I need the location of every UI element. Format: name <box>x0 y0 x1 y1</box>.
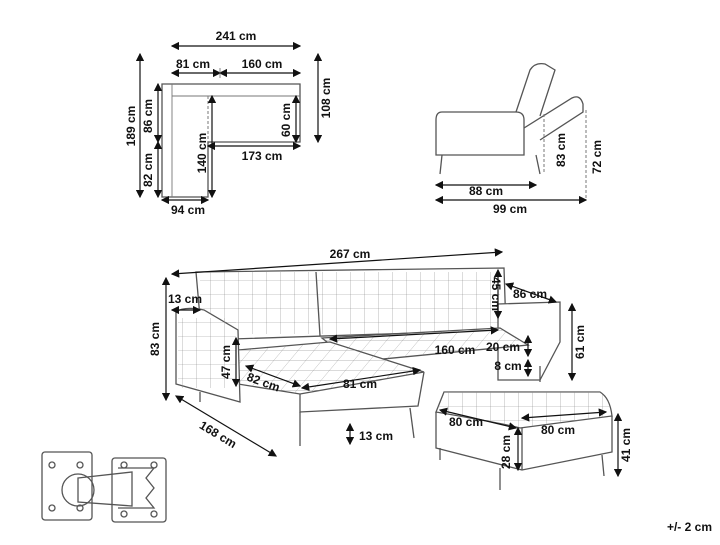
label-side-reclined-depth: 99 cm <box>493 202 527 216</box>
label-side-depth: 88 cm <box>469 184 503 198</box>
bracket-connector-icon <box>41 451 167 523</box>
label-main-depth: 86 cm <box>513 287 547 301</box>
dim-line <box>170 248 504 278</box>
dim-line <box>504 282 558 304</box>
label-top-seat-depth: 60 cm <box>279 103 293 137</box>
label-main-seat-cushion: 20 cm <box>486 340 520 354</box>
tolerance-note: +/- 2 cm <box>666 520 712 534</box>
label-top-sofa-depth: 108 cm <box>319 78 333 119</box>
label-ottoman-depth: 80 cm <box>449 415 483 429</box>
label-ottoman-height: 41 cm <box>619 428 633 462</box>
dim-line <box>328 326 500 343</box>
sofa-backrest <box>195 267 507 341</box>
dim-line <box>174 395 278 457</box>
label-top-total-depth: 189 cm <box>124 106 138 147</box>
label-main-arm-top: 47 cm <box>219 345 233 379</box>
main-view: 267 cm 13 cm 45 cm 86 cm 83 cm 160 cm 20… <box>148 247 633 490</box>
label-main-arm-height: 61 cm <box>573 325 587 359</box>
label-main-leg-small: 8 cm <box>494 359 521 373</box>
label-top-depth-lower: 82 cm <box>141 153 155 187</box>
dim-line <box>520 408 608 422</box>
top-view-outline <box>161 83 301 198</box>
label-side-height-reclined: 72 cm <box>590 140 604 174</box>
dim-line <box>438 407 518 431</box>
label-main-back-height: 45 cm <box>489 277 503 311</box>
sofa-left-arm <box>175 307 241 403</box>
label-top-total-width: 241 cm <box>216 29 257 43</box>
side-view-outline <box>435 62 584 175</box>
dim-line <box>244 364 302 388</box>
label-ottoman-cushion: 28 cm <box>499 435 513 469</box>
label-top-sofa-width: 160 cm <box>242 57 283 71</box>
label-main-length: 168 cm <box>197 418 239 451</box>
label-main-leg-height: 13 cm <box>359 429 393 443</box>
label-side-height-back: 83 cm <box>554 133 568 167</box>
label-top-seat-width: 173 cm <box>242 149 283 163</box>
dim-line <box>300 366 422 392</box>
label-main-seat-back-width: 160 cm <box>435 343 476 357</box>
ottoman <box>435 391 613 490</box>
label-main-chaise-seat: 81 cm <box>343 377 377 391</box>
label-top-chaise-length: 140 cm <box>195 133 209 174</box>
label-top-chaise-width: 81 cm <box>176 57 210 71</box>
side-view: 88 cm 99 cm 83 cm 72 cm <box>434 62 604 216</box>
label-main-arm-width: 13 cm <box>168 292 202 306</box>
label-main-height: 83 cm <box>148 322 162 356</box>
top-view: 241 cm 81 cm 160 cm 189 cm 86 cm 82 cm 1… <box>124 29 333 217</box>
label-top-chaise-front: 94 cm <box>171 203 205 217</box>
label-ottoman-width: 80 cm <box>541 423 575 437</box>
label-top-depth-upper: 86 cm <box>141 99 155 133</box>
label-main-width: 267 cm <box>330 247 371 261</box>
